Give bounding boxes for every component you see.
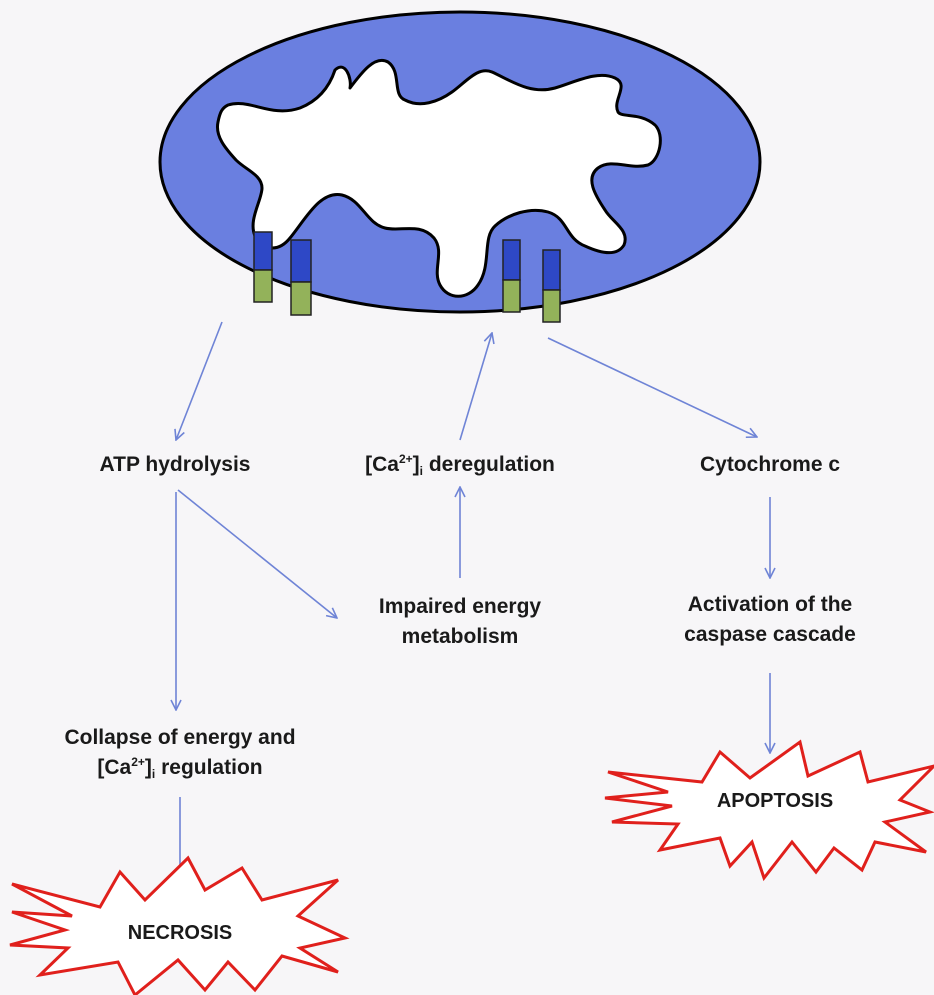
pore-2 — [291, 240, 311, 315]
ca-close-text: ] — [413, 453, 420, 476]
ca-deregulation-text: deregulation — [429, 453, 555, 476]
collapse-line-2: [Ca2+]i regulation — [20, 753, 340, 783]
impaired-line-1: Impaired energy — [330, 592, 590, 622]
ca-subscript: i — [420, 464, 423, 478]
necrosis-label: NECROSIS — [95, 918, 265, 948]
collapse-ca-subscript: i — [152, 767, 155, 781]
collapse-ca-superscript: 2+ — [131, 755, 145, 769]
collapse-line-1: Collapse of energy and — [20, 723, 340, 753]
ca-deregulation-label: [Ca2+]i deregulation — [320, 450, 600, 480]
arrow-atp-to-impaired — [178, 490, 337, 618]
activation-line-2: caspase cascade — [640, 620, 900, 650]
cytochrome-c-text: Cytochrome c — [700, 453, 840, 476]
activation-caspase-label: Activation of the caspase cascade — [640, 590, 900, 650]
cytochrome-c-label: Cytochrome c — [660, 450, 880, 480]
pore-3 — [503, 240, 520, 312]
collapse-regulation-text: regulation — [161, 756, 263, 779]
activation-line-1: Activation of the — [640, 590, 900, 620]
collapse-ca-open: [Ca — [97, 756, 131, 779]
arrow-mito-to-cytc — [548, 338, 757, 437]
atp-hydrolysis-text: ATP hydrolysis — [100, 453, 251, 476]
necrosis-text: NECROSIS — [128, 922, 232, 944]
collapse-label: Collapse of energy and [Ca2+]i regulatio… — [20, 723, 340, 783]
arrow-ca-to-mito — [460, 333, 492, 440]
impaired-line-2: metabolism — [330, 622, 590, 652]
apoptosis-text: APOPTOSIS — [717, 790, 833, 812]
pore-4 — [543, 250, 560, 322]
collapse-ca-close: ] — [145, 756, 152, 779]
apoptosis-label: APOPTOSIS — [690, 786, 860, 816]
ca-open-text: [Ca — [365, 453, 399, 476]
ca-superscript: 2+ — [399, 452, 413, 466]
impaired-energy-label: Impaired energy metabolism — [330, 592, 590, 652]
pore-1 — [254, 232, 272, 302]
arrow-mito-to-atp — [176, 322, 222, 440]
atp-hydrolysis-label: ATP hydrolysis — [60, 450, 290, 480]
